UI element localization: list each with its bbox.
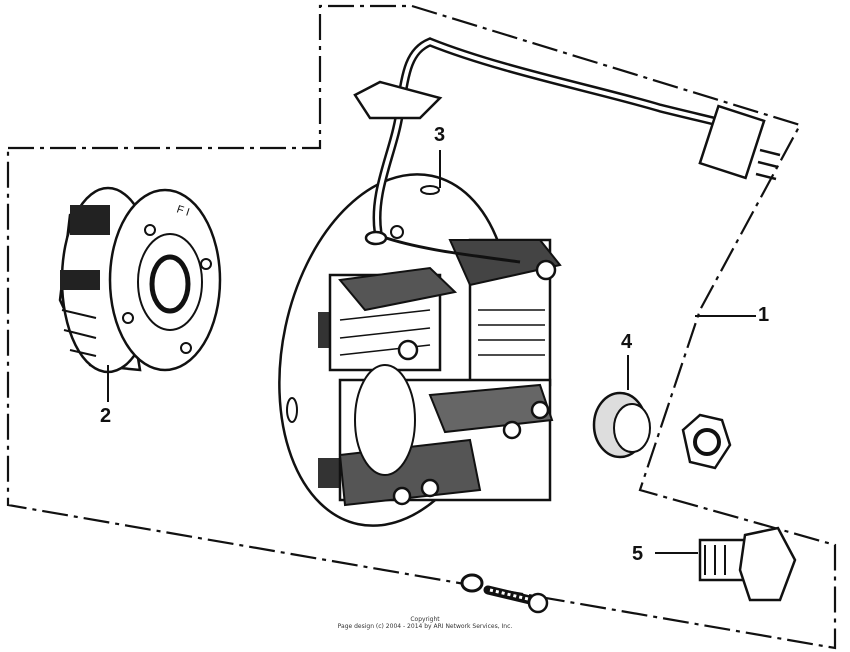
callout-5: 5 [632, 543, 644, 565]
callout-4: 4 [621, 331, 633, 353]
plug-bolt [698, 526, 797, 602]
wire-connector [698, 104, 781, 181]
flywheel-rotor: F I [58, 186, 222, 374]
copyright-heading: Copyright [410, 616, 440, 623]
callout-3: 3 [434, 124, 446, 146]
copyright-notice: Page design (c) 2004 - 2014 by ARI Netwo… [337, 623, 513, 630]
washer-and-screw [460, 573, 549, 614]
hex-nut [681, 413, 732, 470]
svg-text:F I: F I [175, 203, 191, 218]
assembly-boundary [6, 4, 837, 650]
callout-1: 1 [758, 304, 770, 326]
stator-assembly [278, 37, 745, 527]
collar-spacer [592, 391, 651, 459]
callout-2: 2 [100, 405, 112, 427]
